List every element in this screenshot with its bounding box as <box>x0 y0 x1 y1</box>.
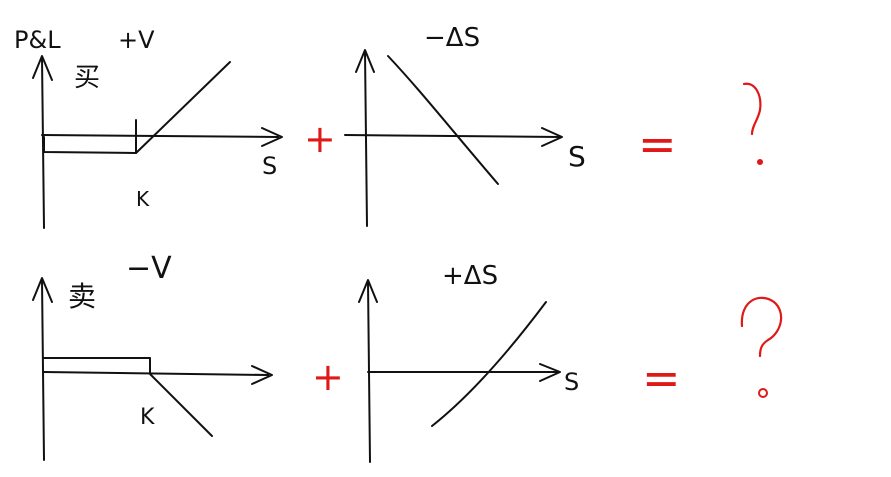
equals-sign-top: = <box>638 117 677 171</box>
pnl-y-axis-top-left <box>32 55 53 229</box>
s-x-axis-bottom-left <box>43 365 273 385</box>
question-label-top: ? <box>752 203 753 205</box>
minus-delta-s-label: −ΔS <box>424 23 480 53</box>
question-bottom: ? <box>740 296 783 441</box>
strike-label-top: K <box>136 187 150 211</box>
s-label-bottom-right: S <box>564 368 579 396</box>
premium-box-bottom <box>43 357 151 371</box>
question-top: ? <box>742 82 763 205</box>
question-mark-curve-bottom <box>740 296 783 358</box>
sell-label: 卖 <box>68 280 96 313</box>
s-x-axis-bottom-right <box>367 363 561 382</box>
s-x-axis-top-right <box>344 127 563 147</box>
y-axis-top-right <box>355 49 375 227</box>
short-delta-line <box>387 55 499 185</box>
question-mark-dot-bottom <box>758 388 768 398</box>
question-label-bottom: ? <box>752 439 753 441</box>
long-delta-line <box>431 301 547 427</box>
s-label-top-left: S <box>262 152 277 180</box>
long-call-payoff-line <box>135 61 231 154</box>
minus-v-label: −V <box>126 251 172 286</box>
y-axis-bottom-left <box>32 277 53 461</box>
plus-sign-bottom: + <box>312 355 344 399</box>
plus-sign-top: + <box>304 117 336 161</box>
s-label-top-right: S <box>568 140 586 173</box>
s-x-axis-top-left <box>41 127 283 147</box>
question-mark-curve-top <box>742 82 762 136</box>
plus-v-label: +V <box>118 26 155 54</box>
buy-label: 买 <box>74 63 100 93</box>
long-delta-diagram: +ΔS S <box>358 261 579 463</box>
pnl-axis-label: P&L <box>14 26 61 54</box>
plus-delta-s-label: +ΔS <box>442 261 498 291</box>
short-call-diagram: 卖 −V K <box>32 251 273 461</box>
strike-label-bottom: K <box>140 405 155 430</box>
short-call-payoff-line <box>149 359 213 437</box>
short-delta-diagram: −ΔS S <box>344 23 586 227</box>
equals-sign-bottom: = <box>642 351 681 405</box>
question-mark-dot-top <box>757 159 763 165</box>
long-call-diagram: P&L 买 +V K S <box>14 26 283 229</box>
premium-box-top <box>43 119 137 154</box>
